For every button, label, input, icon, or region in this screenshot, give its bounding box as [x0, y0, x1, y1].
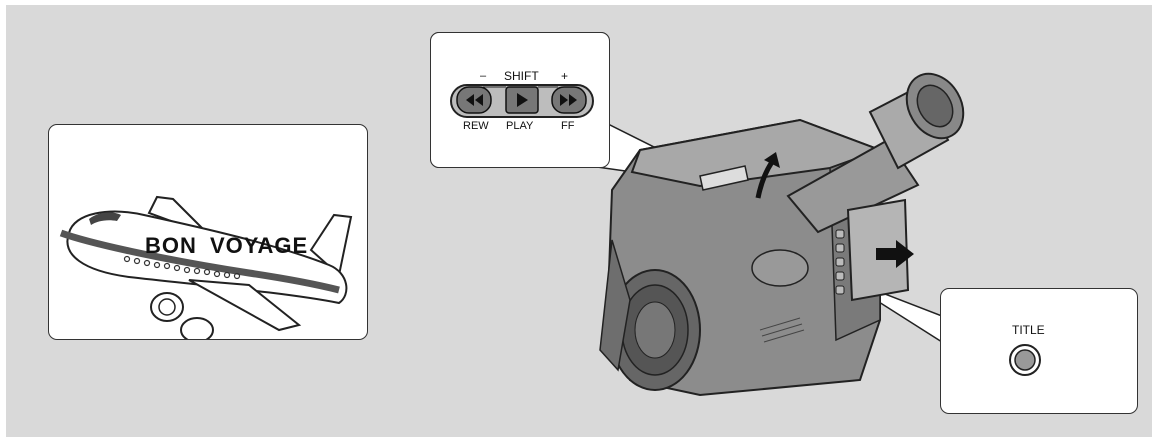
- title-button-icon[interactable]: [1007, 342, 1043, 378]
- arrow-icon: [874, 238, 918, 270]
- title-label: TITLE: [1012, 323, 1045, 337]
